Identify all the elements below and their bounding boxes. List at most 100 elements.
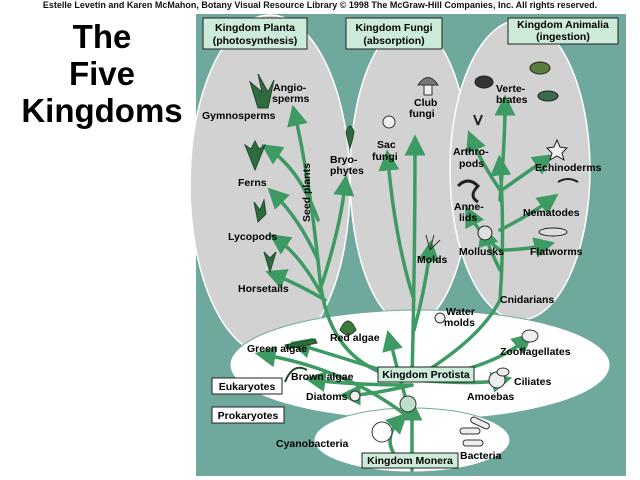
arrow	[261, 144, 320, 222]
title-line: Five	[68, 55, 136, 92]
kingdom-protista-box	[377, 366, 475, 383]
zooflagellates-label: Zooflagellates	[500, 346, 571, 358]
fern-illustration	[243, 139, 267, 172]
arrow	[254, 346, 414, 422]
snail-illustration	[477, 225, 493, 241]
club-fungi-label-cont: fungi	[409, 108, 435, 120]
protista-region	[229, 309, 611, 421]
kingdom-monera-box	[361, 452, 459, 469]
kingdom-plantae-subtitle: (photosynthesis)	[213, 35, 298, 47]
arrow	[265, 269, 327, 302]
arrow	[404, 134, 426, 382]
ciliates-label: Ciliates	[514, 376, 552, 388]
title-line: The	[72, 18, 132, 55]
kingdom-animalia-label: Kingdom Animalia	[517, 19, 609, 31]
mushroom-illustration	[417, 77, 439, 86]
arthropods-label: Arthro-	[453, 146, 489, 158]
gymnosperms-label: Gymnosperms	[202, 110, 276, 122]
molds-label: Molds	[417, 254, 447, 266]
cyanobacteria-illustration	[371, 421, 393, 443]
zooflagellate-illustration	[521, 329, 539, 343]
arthropods-label-cont: pods	[459, 158, 484, 170]
water-molds-label-cont: molds	[444, 317, 475, 329]
arrow	[378, 149, 416, 302]
fungi-illustrations	[382, 77, 441, 251]
nematode-illustration	[557, 178, 579, 183]
horsetails-label: Horsetails	[238, 283, 289, 295]
kingdom-fungi-subtitle: (absorption)	[363, 35, 424, 47]
annelids-label: Anne-	[454, 201, 484, 213]
red-alga-illustration	[339, 320, 357, 336]
bacteria-illustration	[459, 427, 481, 435]
sac-fungus-illustration	[382, 115, 396, 129]
arrow	[466, 130, 502, 192]
organism-illustrations	[243, 73, 357, 383]
mold-illustration	[425, 234, 441, 251]
arrow	[494, 94, 516, 202]
brown-alga-illustration	[284, 366, 308, 383]
fish-illustration	[537, 90, 559, 102]
prokaryotes-box	[211, 406, 285, 424]
horsetail-illustration	[263, 251, 277, 274]
sac-fungi-label-cont: fungi	[372, 151, 398, 163]
diatoms-label: Diatoms	[306, 391, 348, 403]
bacteria-illustration	[462, 439, 484, 447]
diatom-illustration	[349, 390, 361, 402]
kingdom-fungi-box	[345, 17, 443, 50]
frog-illustration	[529, 61, 551, 75]
prokaryotes-label: Prokaryotes	[218, 410, 279, 422]
vertebrates-label-cont: brates	[496, 94, 528, 106]
water-mold-illustration	[434, 312, 446, 324]
red-algae-label: Red algae	[330, 332, 380, 344]
bryophytes-label: Bryo-	[330, 154, 358, 166]
cyanobacteria-label: Cyanobacteria	[276, 438, 349, 450]
green-algae-label: Green algae	[247, 343, 307, 355]
bacteria-illustration	[470, 416, 490, 430]
flatworm-illustration	[538, 227, 568, 237]
lycopods-label: Lycopods	[228, 231, 277, 243]
microbe-illustrations	[349, 312, 539, 447]
bryophytes-label-cont: phytes	[330, 165, 364, 177]
ferns-label: Ferns	[238, 177, 267, 189]
angiosperms-label-cont: sperms	[272, 93, 310, 105]
arrow	[500, 154, 554, 192]
lycopod-illustration	[253, 198, 267, 224]
water-molds-label: Water	[446, 306, 475, 318]
club-fungi-label: Club	[414, 97, 437, 109]
green-alga-illustration	[284, 338, 318, 350]
eukaryotes-label: Eukaryotes	[219, 381, 276, 393]
arrow	[412, 239, 440, 332]
nematodes-label: Nematodes	[523, 207, 580, 219]
kingdom-plantae-box	[202, 17, 308, 50]
brown-algae-label: Brown algae	[291, 371, 354, 383]
vertebrates-label: Verte-	[496, 83, 526, 95]
echinoderm-illustration	[545, 138, 569, 162]
eukaryotes-box	[211, 377, 283, 395]
amoebas-label: Amoebas	[467, 391, 514, 403]
mollusks-label: Mollusks	[459, 246, 504, 258]
annelids-label-cont: lids	[459, 212, 477, 224]
arrow	[498, 237, 556, 258]
angiosperms-label: Angio-	[273, 82, 307, 94]
page-title: The Five Kingdoms	[8, 18, 196, 129]
angiosperm-illustration	[249, 73, 275, 109]
kingdom-animalia-box	[507, 17, 619, 45]
echinoderms-label: Echinoderms	[535, 162, 602, 174]
annelid-illustration	[456, 179, 481, 204]
bird-illustration	[474, 75, 494, 89]
arrow	[318, 174, 355, 292]
bryophyte-illustration	[345, 125, 355, 150]
arrow	[410, 154, 512, 382]
arrow	[267, 187, 320, 262]
kingdom-animalia-subtitle: (ingestion)	[536, 31, 590, 43]
cnidarians-label: Cnidarians	[500, 294, 554, 306]
ciliate-illustration	[496, 367, 510, 377]
copyright-credit: Estelle Levetin and Karen McMahon, Botan…	[42, 0, 598, 10]
kingdom-fungi-label: Kingdom Fungi	[356, 22, 433, 34]
protist-cell-illustration	[399, 395, 417, 413]
bacteria-label: Bacteria	[460, 450, 502, 462]
seed-plants-label: Seed plants	[301, 163, 313, 222]
kingdom-plantae-label: Kingdom Planta	[215, 22, 295, 34]
arrow	[498, 193, 559, 232]
